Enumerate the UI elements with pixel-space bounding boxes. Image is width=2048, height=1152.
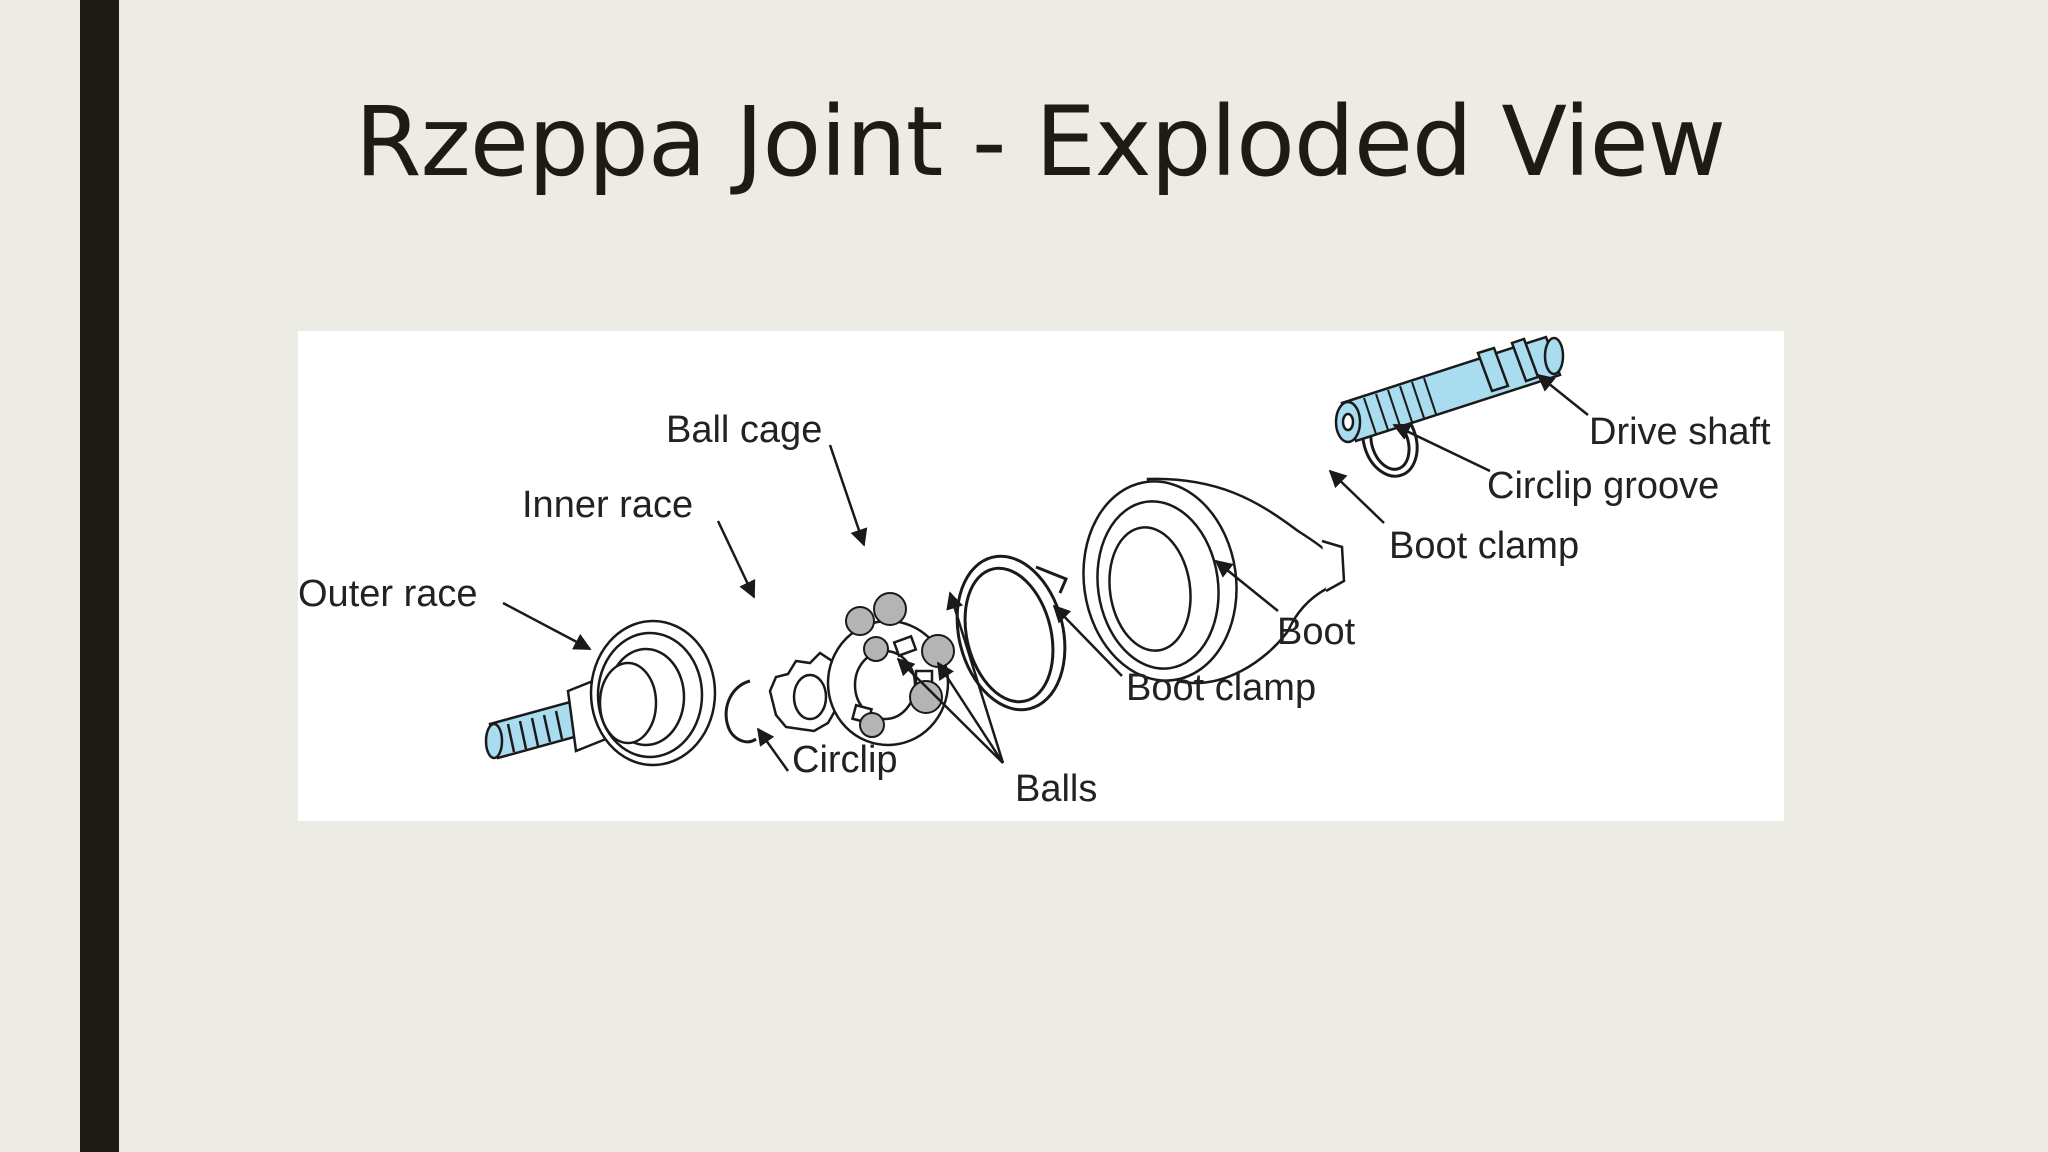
- leader-lines: [502, 373, 1589, 772]
- ball: [909, 680, 943, 714]
- label-inner-race: Inner race: [522, 484, 693, 526]
- drive-shaft-part: [1334, 335, 1565, 444]
- label-boot-clamp-small: Boot clamp: [1389, 525, 1579, 567]
- ball: [859, 712, 885, 738]
- balls-part: [845, 592, 955, 738]
- outer-race-part: [484, 619, 717, 767]
- ball: [873, 592, 907, 626]
- label-outer-race: Outer race: [298, 573, 478, 615]
- slide-title: Rzeppa Joint - Exploded View: [354, 86, 1726, 198]
- rzeppa-exploded-diagram: Outer race Inner race Ball cage Circlip …: [298, 331, 1784, 821]
- circlip-part: [724, 679, 757, 744]
- label-circlip: Circlip: [792, 739, 898, 781]
- ball: [863, 636, 889, 662]
- ball: [921, 634, 955, 668]
- label-ball-cage: Ball cage: [666, 409, 822, 451]
- boot-part: [1082, 477, 1346, 685]
- label-balls: Balls: [1015, 768, 1097, 810]
- outer-race-stub-shaft: [484, 700, 580, 760]
- label-boot: Boot: [1277, 611, 1356, 653]
- label-drive-shaft: Drive shaft: [1589, 411, 1771, 453]
- label-circlip-groove: Circlip groove: [1487, 465, 1719, 507]
- label-boot-clamp-band: Boot clamp: [1126, 667, 1316, 709]
- inner-race-part: [768, 651, 846, 733]
- slide-accent-bar: [80, 0, 119, 1152]
- ball: [845, 606, 875, 636]
